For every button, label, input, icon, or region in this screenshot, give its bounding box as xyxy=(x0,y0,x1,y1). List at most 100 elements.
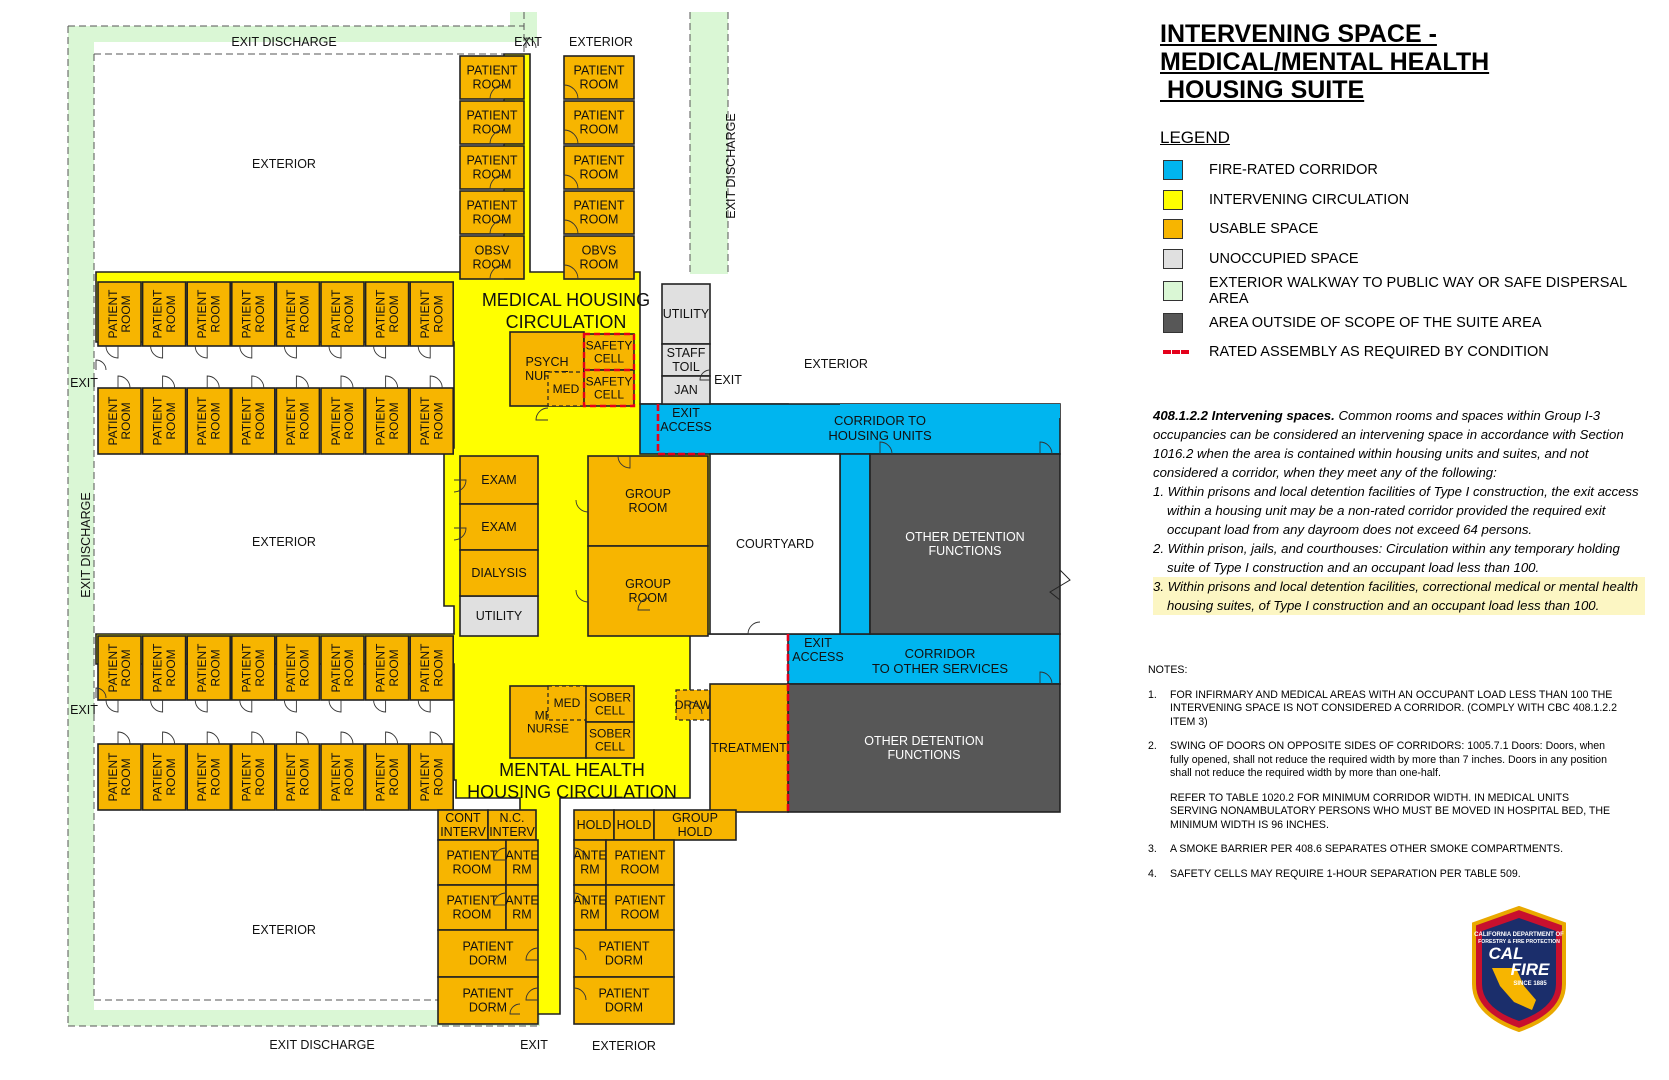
hold-cell-label-line: HOLD xyxy=(577,818,612,832)
cont-interv-label-line: INTERV xyxy=(440,825,486,839)
patient-room-label-line: PATIENT xyxy=(284,396,298,446)
door-swing xyxy=(239,699,253,713)
door-swing xyxy=(525,987,539,1001)
group-room xyxy=(587,545,709,637)
patient-room-label-line: ROOM xyxy=(431,402,445,439)
rated-assembly xyxy=(656,404,706,456)
group-room-label-line: ROOM xyxy=(629,501,668,515)
sober-cell-label-line: CELL xyxy=(595,740,625,754)
patient-room-label-line: ROOM xyxy=(253,295,267,332)
fire-rated-corridor xyxy=(840,404,1060,418)
circulation-label-line: MENTAL HEALTH xyxy=(499,760,645,780)
door-swing xyxy=(573,892,587,906)
nc-interv-label-line: INTERV xyxy=(489,825,535,839)
exterior-label-line: EXTERIOR xyxy=(252,535,316,549)
door-swing xyxy=(206,731,220,745)
safety-cell-label-line: CELL xyxy=(594,352,624,366)
door-swing xyxy=(747,621,761,635)
patient-room-label-line: ROOM xyxy=(473,168,512,182)
sober-cell-label-line: SOBER xyxy=(589,690,631,704)
patient-dorm xyxy=(437,929,539,978)
exterior-walkway xyxy=(68,26,94,1026)
door-swing xyxy=(563,174,579,190)
exterior-label: EXTERIOR xyxy=(592,1039,656,1053)
exterior-walkway xyxy=(68,1010,540,1026)
patient-room-label-line: PATIENT xyxy=(418,289,432,339)
patient-dorm xyxy=(437,976,539,1025)
legend-label: RATED ASSEMBLY AS REQUIRED BY CONDITION xyxy=(1209,344,1549,360)
door-swing xyxy=(525,947,539,961)
corridor-label-line: CORRIDOR xyxy=(905,646,976,661)
exit-label-line: EXIT xyxy=(514,35,542,49)
door-swing xyxy=(105,345,119,359)
patient-room xyxy=(141,635,187,701)
title-line: HOUSING SUITE xyxy=(1160,76,1365,104)
patient-room-label-line: ROOM xyxy=(342,649,356,686)
door-swing xyxy=(150,699,164,713)
patient-room-label-line: PATIENT xyxy=(195,752,209,802)
legend-item-exterior-walkway: EXTERIOR WALKWAY TO PUBLIC WAY OR SAFE D… xyxy=(1163,275,1669,307)
patient-room-label-line: ROOM xyxy=(298,758,312,795)
patient-room-label-line: ROOM xyxy=(119,295,133,332)
group-hold-label-line: HOLD xyxy=(678,825,713,839)
title-line: MEDICAL/MENTAL HEALTH xyxy=(1160,48,1490,76)
door-swing xyxy=(194,699,208,713)
dialysis-room-label: DIALYSIS xyxy=(471,566,526,580)
door-swing xyxy=(525,37,537,49)
ante-room-label-line: RM xyxy=(580,863,599,877)
exit-discharge-label: EXIT DISCHARGE xyxy=(269,1038,374,1052)
door-swing xyxy=(373,345,387,359)
draw-room-label-line: DRAW xyxy=(675,698,712,712)
patient-room-label-line: ROOM xyxy=(473,78,512,92)
patient-room-label-line: PATIENT xyxy=(284,752,298,802)
courtyard-label-line: COURTYARD xyxy=(736,537,814,551)
patient-room-label-line: PATIENT xyxy=(106,289,120,339)
patient-room-label-line: PATIENT xyxy=(574,109,625,123)
legend-label: EXTERIOR WALKWAY TO PUBLIC WAY OR SAFE D… xyxy=(1209,275,1627,307)
ante-room xyxy=(505,884,539,931)
hold-cell-label-line: HOLD xyxy=(617,818,652,832)
note-text: FOR INFIRMARY AND MEDICAL AREAS WITH AN … xyxy=(1170,688,1617,728)
ante-room-label-line: RM xyxy=(512,863,531,877)
ante-room-label-line: ANTE xyxy=(573,894,606,908)
ante-room-label-line: ANTE xyxy=(505,894,538,908)
legend-dash xyxy=(1163,350,1189,354)
patient-room-label-line: ROOM xyxy=(298,402,312,439)
legend-label: INTERVENING CIRCULATION xyxy=(1209,192,1410,208)
patient-dorm-label-line: DORM xyxy=(469,1001,507,1015)
door-swing xyxy=(617,455,631,469)
exit-discharge-label-line: EXIT DISCHARGE xyxy=(269,1038,374,1052)
other-detention-functions xyxy=(787,683,1061,813)
note-text: REFER TO TABLE 1020.2 FOR MINIMUM CORRID… xyxy=(1170,791,1611,831)
exit-label-line: EXIT xyxy=(714,373,742,387)
utility-label-line: UTILITY xyxy=(476,609,523,623)
door-swing xyxy=(283,345,297,359)
door-swing xyxy=(251,375,265,389)
patient-room xyxy=(437,839,507,886)
safety-cell-label-line: SAFETY xyxy=(586,338,633,352)
door-swing xyxy=(453,479,467,493)
sober-cell xyxy=(585,685,635,723)
patient-room-label-line: ROOM xyxy=(208,402,222,439)
utility-label: UTILITY xyxy=(476,609,523,623)
door-swing xyxy=(575,499,589,513)
note: 1.FOR INFIRMARY AND MEDICAL AREAS WITH A… xyxy=(1148,689,1618,730)
break-line xyxy=(1049,569,1071,601)
